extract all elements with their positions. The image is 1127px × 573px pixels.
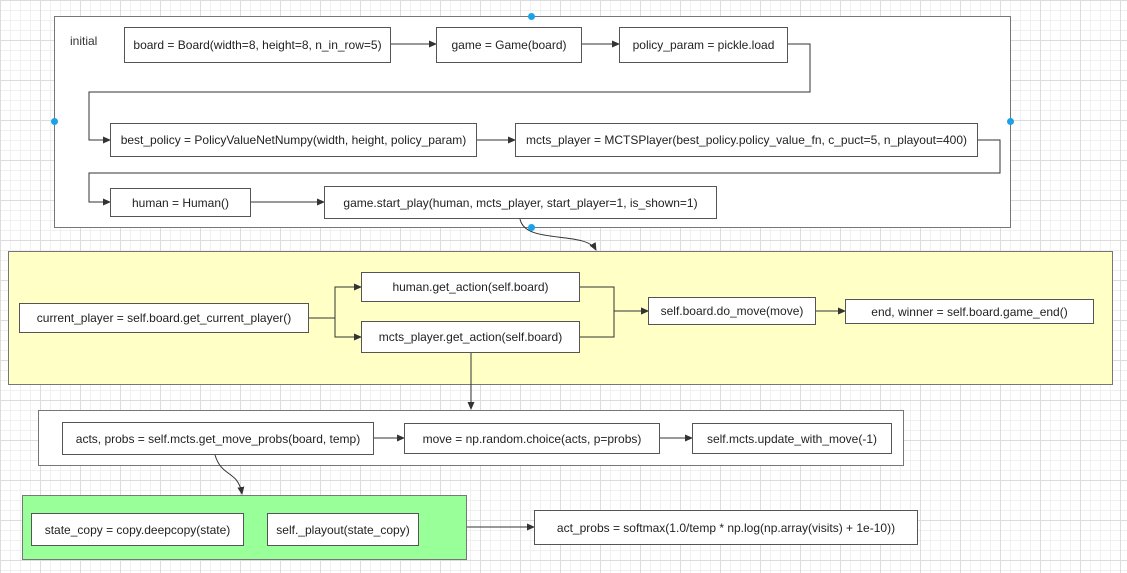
resize-handle-right[interactable] (1007, 118, 1014, 125)
state-copy-node[interactable]: state_copy = copy.deepcopy(state) (31, 513, 244, 546)
random-choice-node[interactable]: move = np.random.choice(acts, p=probs) (404, 423, 660, 454)
current-player-node[interactable]: current_player = self.board.get_current_… (19, 303, 309, 333)
board-node[interactable]: board = Board(width=8, height=8, n_in_ro… (124, 27, 391, 63)
start-play-node[interactable]: game.start_play(human, mcts_player, star… (324, 186, 717, 219)
playout-node[interactable]: self._playout(state_copy) (267, 513, 419, 546)
game-node[interactable]: game = Game(board) (436, 27, 582, 63)
mcts-player-node[interactable]: mcts_player = MCTSPlayer(best_policy.pol… (515, 123, 978, 157)
human-get-action-node[interactable]: human.get_action(self.board) (361, 272, 580, 302)
act-probs-node[interactable]: act_probs = softmax(1.0/temp * np.log(np… (534, 510, 918, 545)
resize-handle-bottom[interactable] (528, 224, 535, 231)
update-with-move-node[interactable]: self.mcts.update_with_move(-1) (692, 423, 892, 454)
game-end-node[interactable]: end, winner = self.board.game_end() (845, 299, 1094, 324)
best-policy-node[interactable]: best_policy = PolicyValueNetNumpy(width,… (110, 123, 477, 157)
human-node[interactable]: human = Human() (110, 188, 251, 217)
policy-param-node[interactable]: policy_param = pickle.load (619, 27, 788, 63)
resize-handle-left[interactable] (51, 118, 58, 125)
do-move-node[interactable]: self.board.do_move(move) (648, 297, 816, 325)
resize-handle-top[interactable] (528, 13, 535, 20)
mcts-get-action-node[interactable]: mcts_player.get_action(self.board) (361, 321, 580, 353)
get-move-probs-node[interactable]: acts, probs = self.mcts.get_move_probs(b… (62, 422, 374, 455)
initial-group-label: initial (70, 34, 98, 48)
